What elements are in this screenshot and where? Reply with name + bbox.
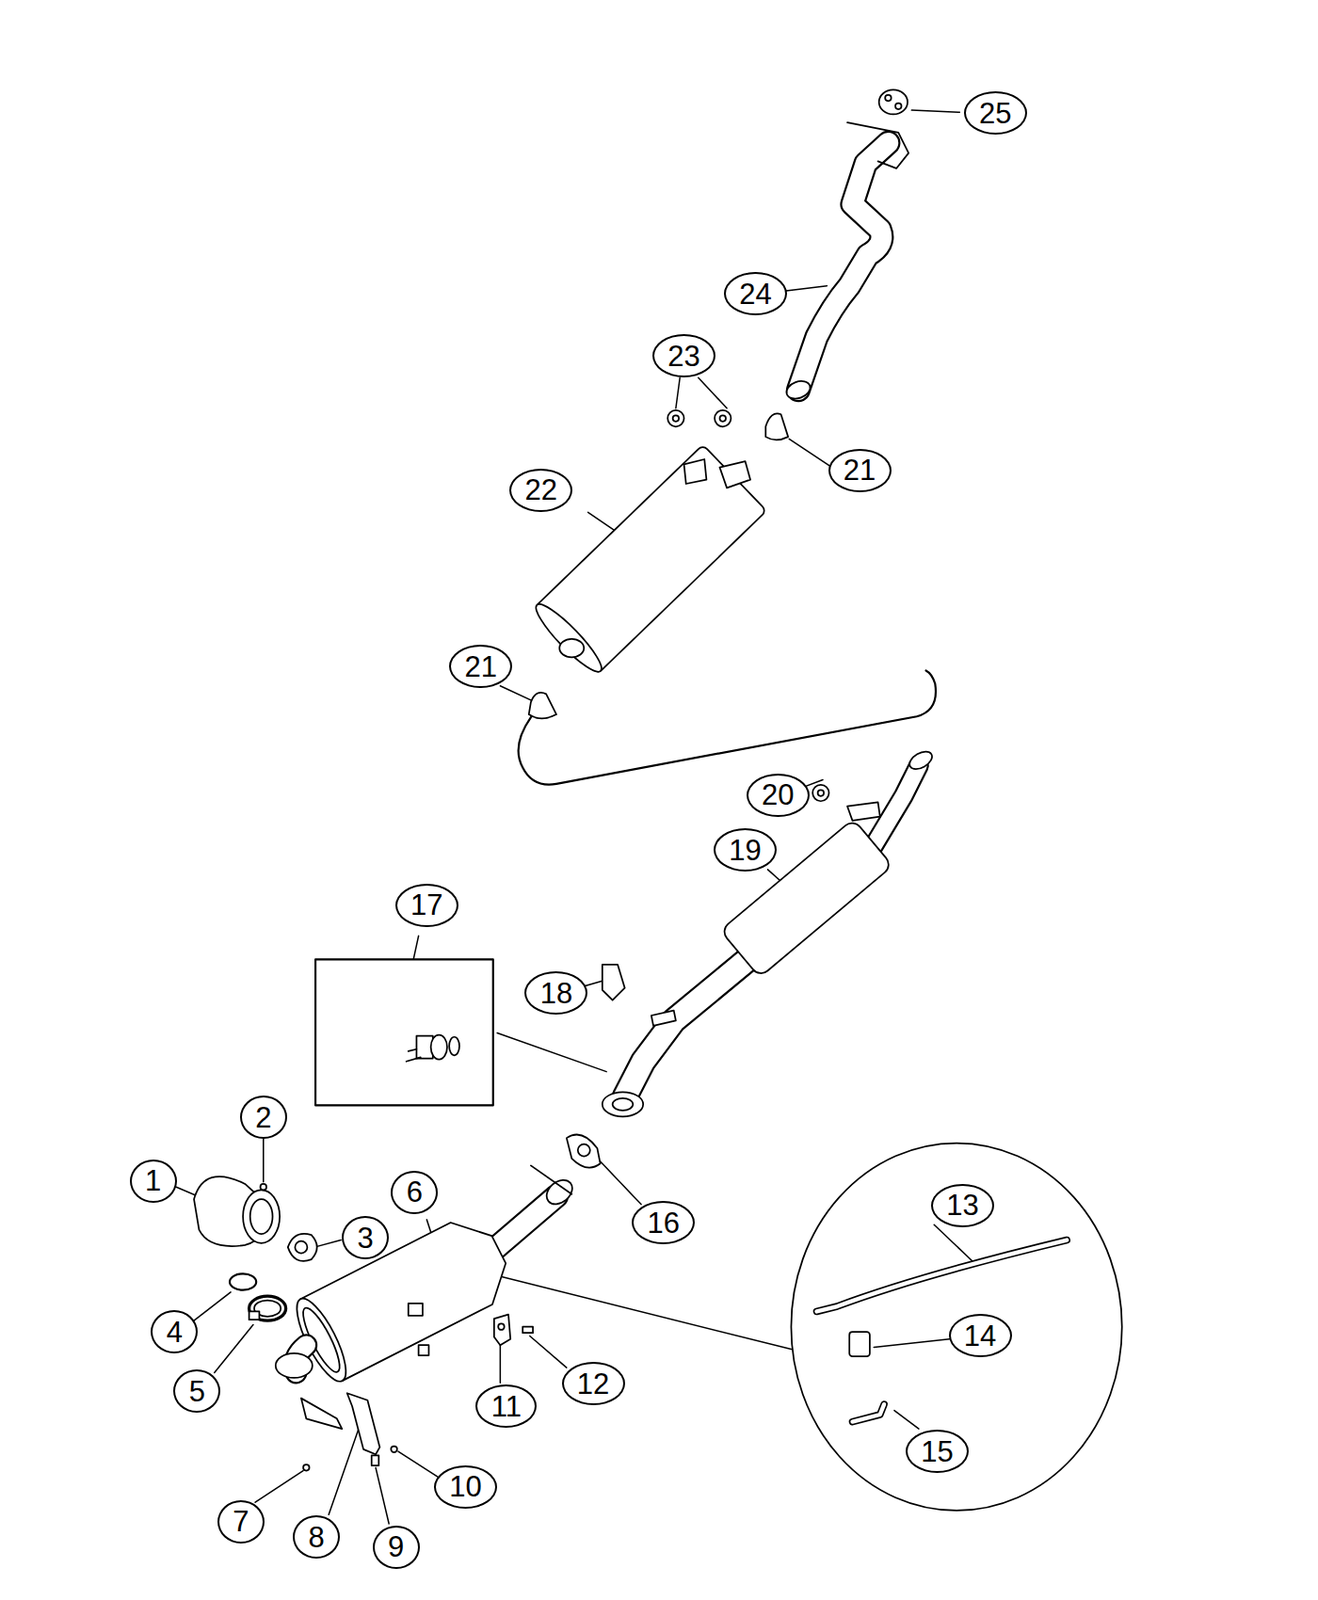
callout-number: 13 <box>931 1184 995 1228</box>
callout-number: 19 <box>713 828 777 872</box>
callout-number: 16 <box>631 1201 695 1245</box>
callout-number: 10 <box>433 1465 498 1510</box>
callout-number: 21 <box>828 449 892 493</box>
callout-number: 5 <box>173 1369 221 1414</box>
callout-number: 21 <box>449 644 513 689</box>
callout-number: 9 <box>372 1526 420 1570</box>
callout-number: 7 <box>217 1500 265 1544</box>
callout-number: 18 <box>524 971 588 1015</box>
callout-number: 15 <box>905 1430 969 1474</box>
callout-number: 3 <box>341 1216 389 1260</box>
callout-number: 25 <box>964 91 1028 135</box>
callout-number: 1 <box>129 1159 177 1204</box>
callout-number: 12 <box>562 1362 626 1406</box>
callout-number: 24 <box>723 272 788 316</box>
callout-number: 11 <box>475 1384 537 1429</box>
callout-number: 6 <box>390 1171 438 1215</box>
callout-number: 14 <box>948 1314 1013 1358</box>
callout-number: 22 <box>509 468 573 513</box>
callout-number: 17 <box>395 884 459 928</box>
callout-number: 23 <box>652 334 716 378</box>
callout-number: 8 <box>292 1515 340 1560</box>
callout-number: 2 <box>240 1095 288 1140</box>
callout-number: 20 <box>746 773 810 818</box>
callout-number: 4 <box>150 1310 198 1354</box>
